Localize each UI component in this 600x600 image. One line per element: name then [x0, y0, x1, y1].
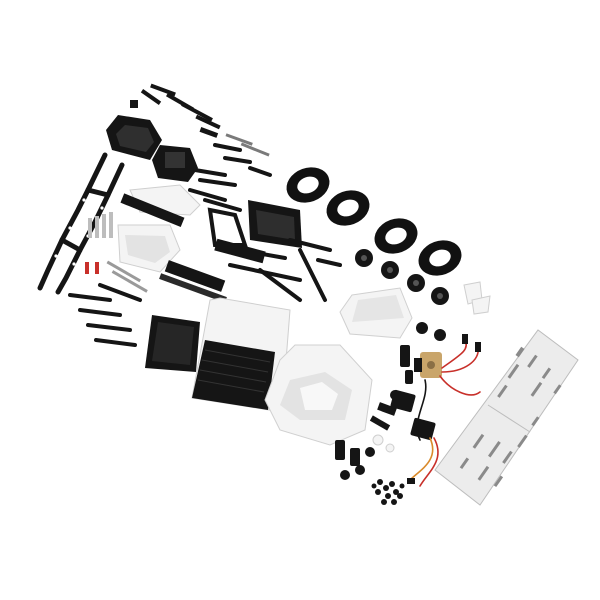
tire-1 [286, 167, 330, 203]
wheel-hubs [355, 249, 449, 305]
black-tub-left [145, 315, 200, 372]
white-cab-upper [339, 287, 413, 339]
rods-and-pins [85, 212, 148, 293]
tire-3 [374, 218, 418, 254]
white-small-bits [463, 281, 491, 315]
motor-assembly [414, 352, 442, 378]
instruction-manual [434, 329, 579, 506]
bed-frame [248, 200, 302, 248]
manual-diagram-marks [459, 346, 562, 488]
connectors [407, 334, 481, 484]
white-body-shell [264, 344, 373, 446]
front-bumper-bar [120, 193, 227, 303]
lower-links-left [68, 283, 142, 347]
esc-unit [390, 389, 436, 441]
frame-rail-holes [54, 198, 104, 266]
suspension-links [188, 143, 272, 212]
screws-pile [371, 479, 405, 505]
white-round-bits [372, 434, 395, 453]
servo-mount-block [152, 145, 198, 182]
steering-parts [369, 322, 446, 431]
battery-tray [106, 115, 162, 160]
tire-4 [418, 240, 462, 276]
bottom-black-parts [335, 440, 375, 480]
top-left-small-parts [130, 83, 270, 157]
skid-plate [214, 238, 266, 264]
tire-2 [326, 190, 370, 226]
interior-tub-main [191, 297, 291, 413]
